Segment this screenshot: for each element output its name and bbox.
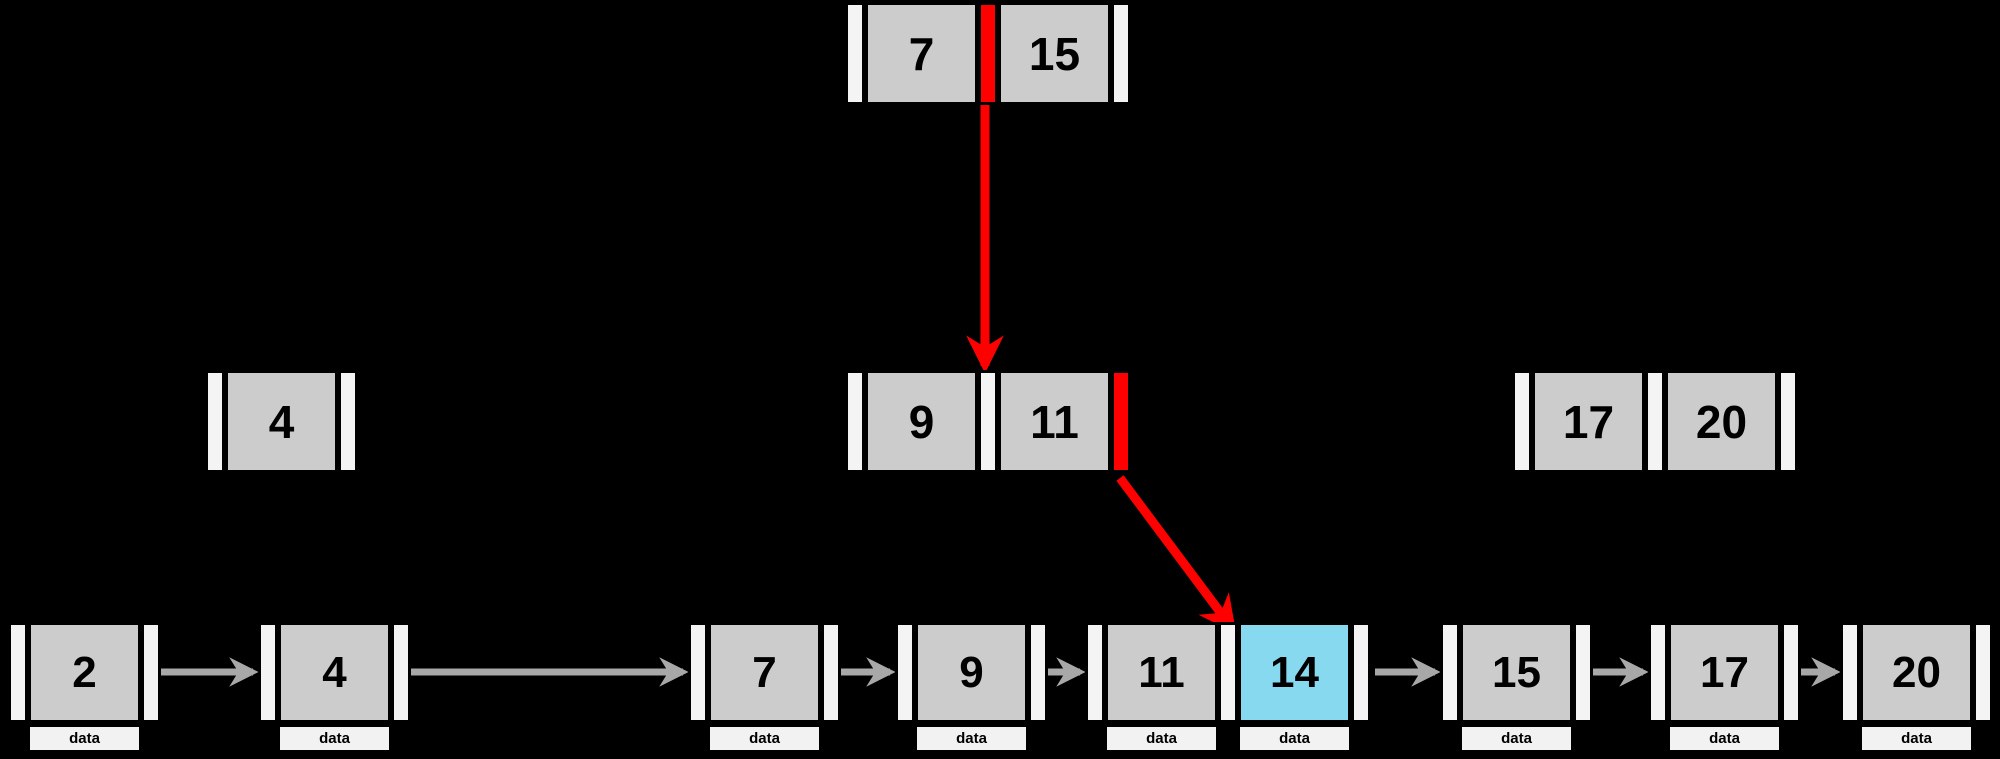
leaf-node-9-data-labels: data (895, 725, 1048, 752)
leaf-node-4-data-labels: data (258, 725, 411, 752)
leaf-node-15-data-labels: data (1440, 725, 1593, 752)
leaf-node-2-data-labels: data (8, 725, 161, 752)
leaf-node-11-14-data-labels: data data (1085, 725, 1371, 752)
leaf-node-11-14-data-14: data (1238, 725, 1351, 752)
leaf-node-9-key-9[interactable]: 9 (915, 622, 1028, 723)
internal-node-left[interactable]: 4 (205, 370, 358, 473)
root-node-key-7[interactable]: 7 (865, 2, 978, 105)
leaf-node-11-14-key-14-highlighted[interactable]: 14 (1238, 622, 1351, 723)
root-node-pointer-2-active[interactable] (978, 2, 998, 105)
leaf-node-17-pointer-0[interactable] (1648, 622, 1668, 723)
root-node-pointer-0[interactable] (845, 2, 865, 105)
leaf-node-9-data-9: data (915, 725, 1028, 752)
leaf-node-2-slots: 2 (8, 622, 161, 723)
leaf-node-20-data-labels: data (1840, 725, 1993, 752)
root-node-key-15[interactable]: 15 (998, 2, 1111, 105)
leaf-node-9-pointer-2[interactable] (1028, 622, 1048, 723)
leaf-node-7-slots: 7 (688, 622, 841, 723)
leaf-node-20-pointer-0[interactable] (1840, 622, 1860, 723)
leaf-node-15-pointer-2[interactable] (1573, 622, 1593, 723)
leaf-node-7-data-7: data (708, 725, 821, 752)
leaf-node-11-14-data-11: data (1105, 725, 1218, 752)
internal-node-middle-pointer-2[interactable] (978, 370, 998, 473)
leaf-node-4-pointer-0[interactable] (258, 622, 278, 723)
internal-node-right-pointer-0[interactable] (1512, 370, 1532, 473)
leaf-node-20-key-20[interactable]: 20 (1860, 622, 1973, 723)
root-node-pointer-4[interactable] (1111, 2, 1131, 105)
leaf-node-4-key-4[interactable]: 4 (278, 622, 391, 723)
internal-node-right-pointer-4[interactable] (1778, 370, 1798, 473)
internal-node-middle-key-11[interactable]: 11 (998, 370, 1111, 473)
internal-node-middle-pointer-0[interactable] (845, 370, 865, 473)
leaf-node-11-14-pointer-2[interactable] (1218, 622, 1238, 723)
leaf-node-15-key-15[interactable]: 15 (1460, 622, 1573, 723)
leaf-node-20-slots: 20 (1840, 622, 1993, 723)
internal-node-left-pointer-0[interactable] (205, 370, 225, 473)
leaf-node-11-14-pointer-0[interactable] (1085, 622, 1105, 723)
leaf-node-17-data-17: data (1668, 725, 1781, 752)
leaf-node-9-slots: 9 (895, 622, 1048, 723)
leaf-node-2-key-2[interactable]: 2 (28, 622, 141, 723)
internal-node-middle-pointer-4-active[interactable] (1111, 370, 1131, 473)
leaf-node-11-14-pointer-4[interactable] (1351, 622, 1371, 723)
internal-node-middle-key-9[interactable]: 9 (865, 370, 978, 473)
internal-node-left-key-4[interactable]: 4 (225, 370, 338, 473)
leaf-node-11-14-key-11[interactable]: 11 (1105, 622, 1218, 723)
leaf-node-4-slots: 4 (258, 622, 411, 723)
leaf-node-17-data-labels: data (1648, 725, 1801, 752)
leaf-node-15-data-15: data (1460, 725, 1573, 752)
internal-node-right-pointer-2[interactable] (1645, 370, 1665, 473)
leaf-node-2-pointer-2[interactable] (141, 622, 161, 723)
internal-node-left-pointer-2[interactable] (338, 370, 358, 473)
leaf-node-7-data-labels: data (688, 725, 841, 752)
leaf-node-20-pointer-2[interactable] (1973, 622, 1993, 723)
leaf-node-15-slots: 15 (1440, 622, 1593, 723)
leaf-node-4-pointer-2[interactable] (391, 622, 411, 723)
leaf-node-20-data-20: data (1860, 725, 1973, 752)
internal-node-right-key-17[interactable]: 17 (1532, 370, 1645, 473)
internal-node-right-key-20[interactable]: 20 (1665, 370, 1778, 473)
leaf-node-9-pointer-0[interactable] (895, 622, 915, 723)
leaf-node-4-data-4: data (278, 725, 391, 752)
leaf-node-17-slots: 17 (1648, 622, 1801, 723)
search-arrow-internal-to-leaf (1116, 475, 1237, 634)
leaf-node-7-pointer-2[interactable] (821, 622, 841, 723)
leaf-node-15-pointer-0[interactable] (1440, 622, 1460, 723)
leaf-node-17-key-17[interactable]: 17 (1668, 622, 1781, 723)
leaf-node-7-key-7[interactable]: 7 (708, 622, 821, 723)
leaf-node-17-pointer-2[interactable] (1781, 622, 1801, 723)
leaf-node-2-data-2: data (28, 725, 141, 752)
leaf-node-2-pointer-0[interactable] (8, 622, 28, 723)
leaf-node-7-pointer-0[interactable] (688, 622, 708, 723)
